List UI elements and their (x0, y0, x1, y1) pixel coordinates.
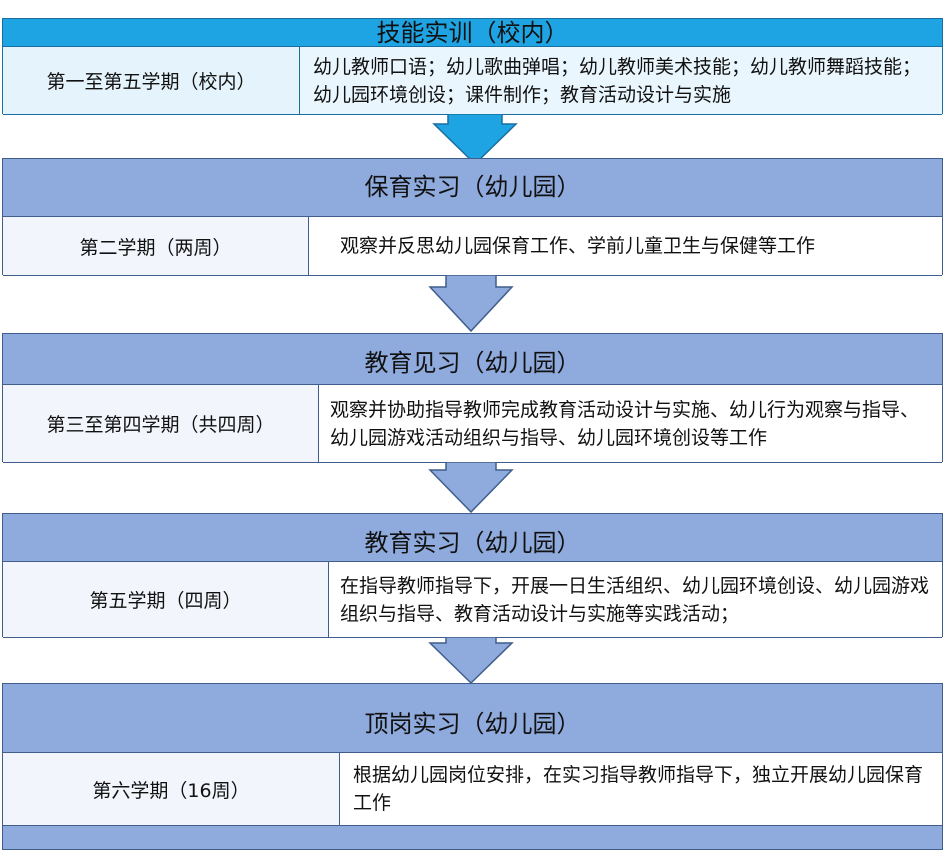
stage-1-title: 技能实训（校内） (376, 19, 569, 47)
stage-1-row: 第一至第五学期（校内） 幼儿教师口语；幼儿歌曲弹唱；幼儿教师美术技能；幼儿教师舞… (3, 46, 942, 115)
stage-4-period: 第五学期（四周） (3, 562, 329, 637)
arrow-down-icon (428, 637, 514, 685)
arrow-down-icon (428, 275, 514, 333)
stage-5-title: 顶岗实习（幼儿园） (364, 710, 581, 738)
stage-4-content: 在指导教师指导下，开展一日生活组织、幼儿园环境创设、幼儿园游戏组织与指导、教育活… (340, 574, 930, 625)
stage-4-row: 第五学期（四周） 在指导教师指导下，开展一日生活组织、幼儿园环境创设、幼儿园游戏… (3, 561, 942, 638)
stage-1-content: 幼儿教师口语；幼儿歌曲弹唱；幼儿教师美术技能；幼儿教师舞蹈技能；幼儿园环境创设；… (313, 55, 922, 106)
stage-2-title: 保育实习（幼儿园） (364, 173, 581, 201)
arrow-down-icon (428, 462, 514, 514)
stage-1-period: 第一至第五学期（校内） (3, 47, 300, 114)
stage-5-content: 根据幼儿园岗位安排，在实习指导教师指导下，独立开展幼儿园保育工作 (353, 764, 924, 814)
stage-2-row: 第二学期（两周） 观察并反思幼儿园保育工作、学前儿童卫生与保健等工作 (3, 216, 942, 276)
stage-3: 教育见习（幼儿园） 第三至第四学期（共四周） 观察并协助指导教师完成教育活动设计… (2, 333, 943, 463)
arrow-down-icon (432, 114, 518, 166)
stage-1: 技能实训（校内） 第一至第五学期（校内） 幼儿教师口语；幼儿歌曲弹唱；幼儿教师美… (2, 18, 943, 115)
stage-4-title: 教育实习（幼儿园） (364, 529, 581, 557)
stage-5-row: 第六学期（16周） 根据幼儿园岗位安排，在实习指导教师指导下，独立开展幼儿园保育… (3, 752, 942, 826)
stage-4: 教育实习（幼儿园） 第五学期（四周） 在指导教师指导下，开展一日生活组织、幼儿园… (2, 513, 943, 638)
stage-5-period: 第六学期（16周） (3, 753, 340, 825)
stage-2-content: 观察并反思幼儿园保育工作、学前儿童卫生与保健等工作 (340, 235, 816, 257)
stage-5: 顶岗实习（幼儿园） 第六学期（16周） 根据幼儿园岗位安排，在实习指导教师指导下… (2, 683, 943, 850)
stage-2: 保育实习（幼儿园） 第二学期（两周） 观察并反思幼儿园保育工作、学前儿童卫生与保… (2, 158, 943, 276)
stage-3-period: 第三至第四学期（共四周） (3, 385, 319, 462)
stage-3-content: 观察并协助指导教师完成教育活动设计与实施、幼儿行为观察与指导、幼儿园游戏活动组织… (330, 398, 920, 449)
stage-2-period: 第二学期（两周） (3, 217, 309, 275)
stage-3-title: 教育见习（幼儿园） (364, 349, 581, 377)
stage-3-row: 第三至第四学期（共四周） 观察并协助指导教师完成教育活动设计与实施、幼儿行为观察… (3, 384, 942, 463)
